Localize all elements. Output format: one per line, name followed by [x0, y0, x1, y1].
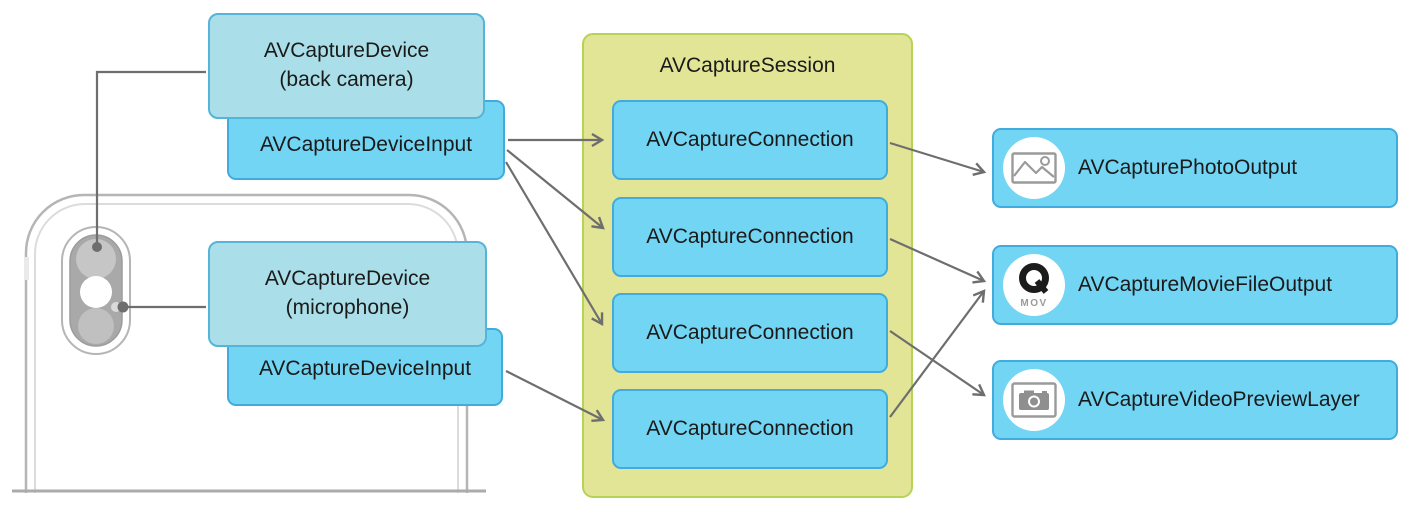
session-title: AVCaptureSession [659, 54, 836, 77]
connection-label: AVCaptureConnection [646, 128, 854, 151]
connection-label: AVCaptureConnection [646, 321, 854, 344]
antenna-band [24, 257, 29, 280]
photo-image-icon [1003, 137, 1065, 199]
output-box-movie-file: MOV AVCaptureMovieFileOutput [992, 245, 1398, 325]
connection-label: AVCaptureConnection [646, 417, 854, 440]
input-label: AVCaptureDeviceInput [259, 133, 473, 156]
camera-bump-icon [61, 226, 131, 355]
output-label: AVCapturePhotoOutput [1078, 156, 1298, 179]
device-label-line1: AVCaptureDevice [264, 267, 431, 291]
device-label-line2: (microphone) [285, 296, 410, 319]
device-box-back-camera: AVCaptureDevice (back camera) [208, 13, 485, 119]
flash-icon [80, 276, 112, 308]
mic-hole-icon [111, 302, 121, 312]
input-label: AVCaptureDeviceInput [258, 357, 472, 380]
connection-label: AVCaptureConnection [646, 225, 854, 248]
quicktime-mov-caption: MOV [1020, 297, 1048, 309]
connection-box-1: AVCaptureConnection [612, 100, 888, 180]
connection-box-2: AVCaptureConnection [612, 197, 888, 277]
output-label: AVCaptureVideoPreviewLayer [1078, 388, 1360, 411]
connection-box-3: AVCaptureConnection [612, 293, 888, 373]
callout-back-camera [92, 70, 206, 252]
output-box-photo: AVCapturePhotoOutput [992, 128, 1398, 208]
device-box-microphone: AVCaptureDevice (microphone) [208, 241, 487, 347]
connection-box-4: AVCaptureConnection [612, 389, 888, 469]
top-lens-icon [76, 239, 116, 279]
quicktime-q-icon: MOV [1003, 254, 1065, 316]
device-label-line2: (back camera) [279, 68, 414, 91]
device-label-line1: AVCaptureDevice [263, 39, 430, 63]
output-box-video-preview: AVCaptureVideoPreviewLayer [992, 360, 1398, 440]
output-label: AVCaptureMovieFileOutput [1078, 273, 1333, 296]
callout-microphone [117, 301, 206, 313]
bottom-lens-icon [78, 308, 114, 344]
camera-icon [1003, 369, 1065, 431]
